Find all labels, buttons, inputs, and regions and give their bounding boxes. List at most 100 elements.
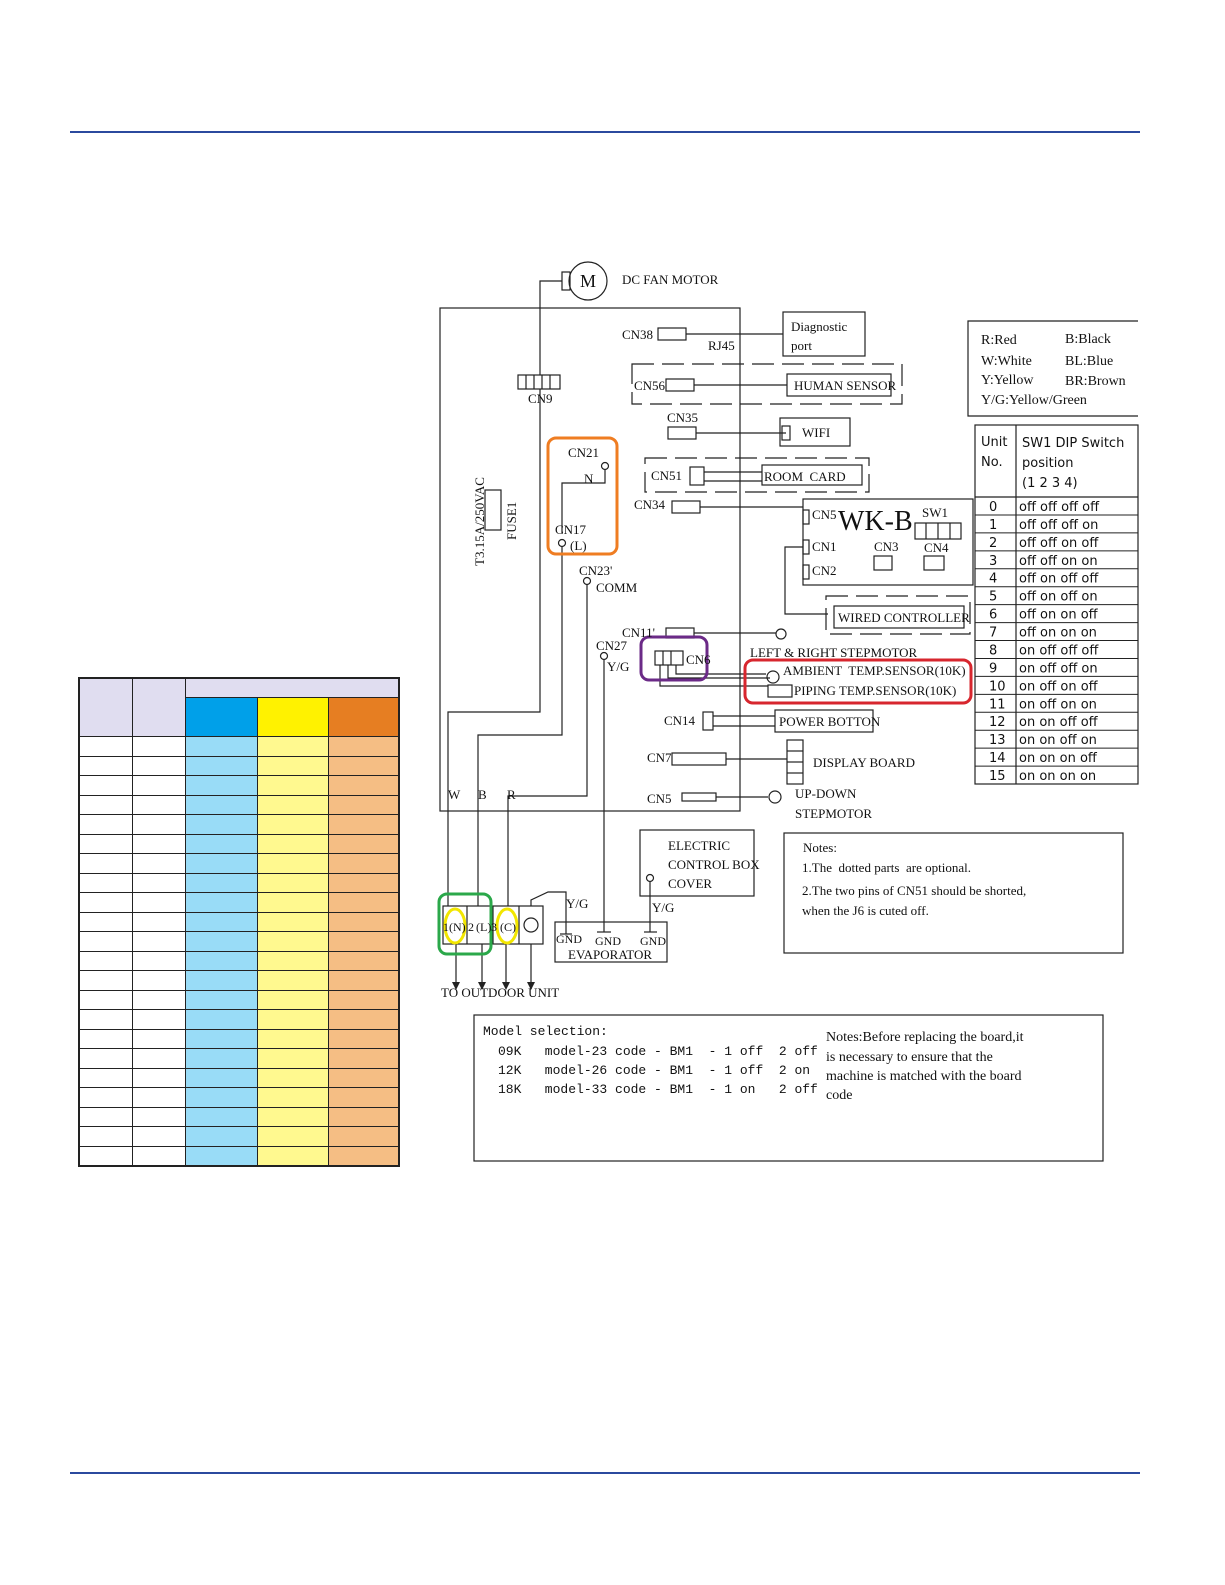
table-cell (184, 736, 258, 757)
table-cell (184, 1028, 258, 1049)
table-cell (256, 931, 329, 952)
table-row (78, 1009, 400, 1030)
cn11-label: CN11' (622, 625, 655, 640)
wkb-sw1-label: SW1 (922, 505, 948, 520)
table-cell (184, 794, 258, 815)
model-note-4: code (826, 1088, 852, 1103)
table-cell (78, 794, 133, 815)
table-cell (256, 775, 329, 796)
table-cell (256, 1087, 329, 1108)
fuse-rating-label: T3.15A/250VAC (472, 477, 487, 566)
table-row (78, 814, 400, 835)
dip-switch-position: on on off off (1019, 715, 1099, 730)
table-row (78, 736, 400, 757)
table-cell (131, 1126, 186, 1147)
legend-box (967, 320, 1138, 417)
table-cell (184, 775, 258, 796)
table-cell (78, 755, 133, 776)
evaporator-box (554, 921, 668, 963)
table-cell (131, 814, 186, 835)
bottom-rule (70, 1472, 1140, 1474)
table-cell (184, 1009, 258, 1030)
table-cell (131, 775, 186, 796)
wifi-box (779, 417, 851, 447)
table-cell (327, 1087, 400, 1108)
human-sensor-box (786, 373, 892, 397)
header-cell (78, 677, 133, 737)
table-cell (184, 1145, 258, 1167)
dip-unit-no: 13 (989, 733, 1006, 748)
table-cell (131, 736, 186, 757)
table-cell (131, 1009, 186, 1030)
dip-switch-position: on on on on (1019, 769, 1096, 784)
table-row (78, 755, 400, 776)
table-cell (256, 736, 329, 757)
header-cell (184, 677, 400, 698)
table-cell (256, 833, 329, 854)
cn34-label: CN34 (634, 497, 666, 512)
model-note-2: is necessary to ensure that the (826, 1050, 993, 1065)
table-row (78, 1048, 400, 1069)
motor-symbol: M (580, 271, 596, 291)
cn38-label: CN38 (622, 327, 653, 342)
table-cell (256, 1067, 329, 1088)
wkb-cn4-label: CN4 (924, 540, 949, 555)
room-card-box (761, 464, 863, 486)
header-color-cell (256, 697, 329, 737)
table-cell (256, 1145, 329, 1167)
gnd-2: GND (595, 934, 621, 948)
table-cell (327, 950, 400, 971)
table-cell (131, 989, 186, 1010)
model-row-12k: 12K model-26 code - BM1 - 1 off 2 on (498, 1063, 810, 1078)
table-cell (78, 1087, 133, 1108)
table-cell (256, 1106, 329, 1127)
table-cell (184, 853, 258, 874)
dip-unit-no: 11 (989, 697, 1006, 712)
table-row (78, 970, 400, 991)
table-cell (78, 775, 133, 796)
electric-control-box (639, 829, 755, 897)
table-row (78, 1145, 400, 1167)
table-cell (256, 853, 329, 874)
wkb-title: WK-B (838, 506, 913, 537)
color-table-header-row (78, 677, 400, 737)
table-cell (327, 989, 400, 1010)
cn27-label: CN27 (596, 638, 628, 653)
table-cell (327, 892, 400, 913)
table-cell (184, 814, 258, 835)
table-cell (131, 931, 186, 952)
cn51-label: CN51 (651, 468, 682, 483)
dip-unit-no: 7 (989, 626, 997, 641)
table-row (78, 1106, 400, 1127)
terminal-n: (N) (449, 920, 466, 934)
model-note-1: Notes:Before replacing the board,it (826, 1030, 1024, 1045)
fuse (484, 489, 502, 531)
table-cell (327, 833, 400, 854)
power-button-label: POWER BOTTON (779, 714, 881, 729)
evaporator-label: EVAPORATOR (568, 947, 652, 962)
table-cell (131, 1145, 186, 1167)
wkb-cn3-label: CN3 (874, 539, 899, 554)
table-row (78, 1028, 400, 1049)
table-cell (184, 872, 258, 893)
table-cell (78, 1009, 133, 1030)
dip-unit-no: 3 (989, 554, 997, 569)
table-row (78, 872, 400, 893)
fan-motor (568, 261, 608, 301)
terminal-l: (L) (476, 920, 491, 934)
table-cell (327, 755, 400, 776)
legend-w: W:White (981, 354, 1032, 369)
legend-br: BR:Brown (1065, 374, 1126, 389)
n-terminal-label: N (584, 471, 594, 486)
table-cell (78, 1048, 133, 1069)
dip-unit-no: 12 (989, 715, 1006, 730)
table-row (78, 1067, 400, 1088)
table-cell (131, 1106, 186, 1127)
table-cell (327, 736, 400, 757)
lr-stepmotor-label: LEFT & RIGHT STEPMOTOR (750, 645, 918, 660)
dip-unit-no: 14 (989, 751, 1006, 766)
dip-unit-no: 9 (989, 661, 997, 676)
table-cell (131, 950, 186, 971)
